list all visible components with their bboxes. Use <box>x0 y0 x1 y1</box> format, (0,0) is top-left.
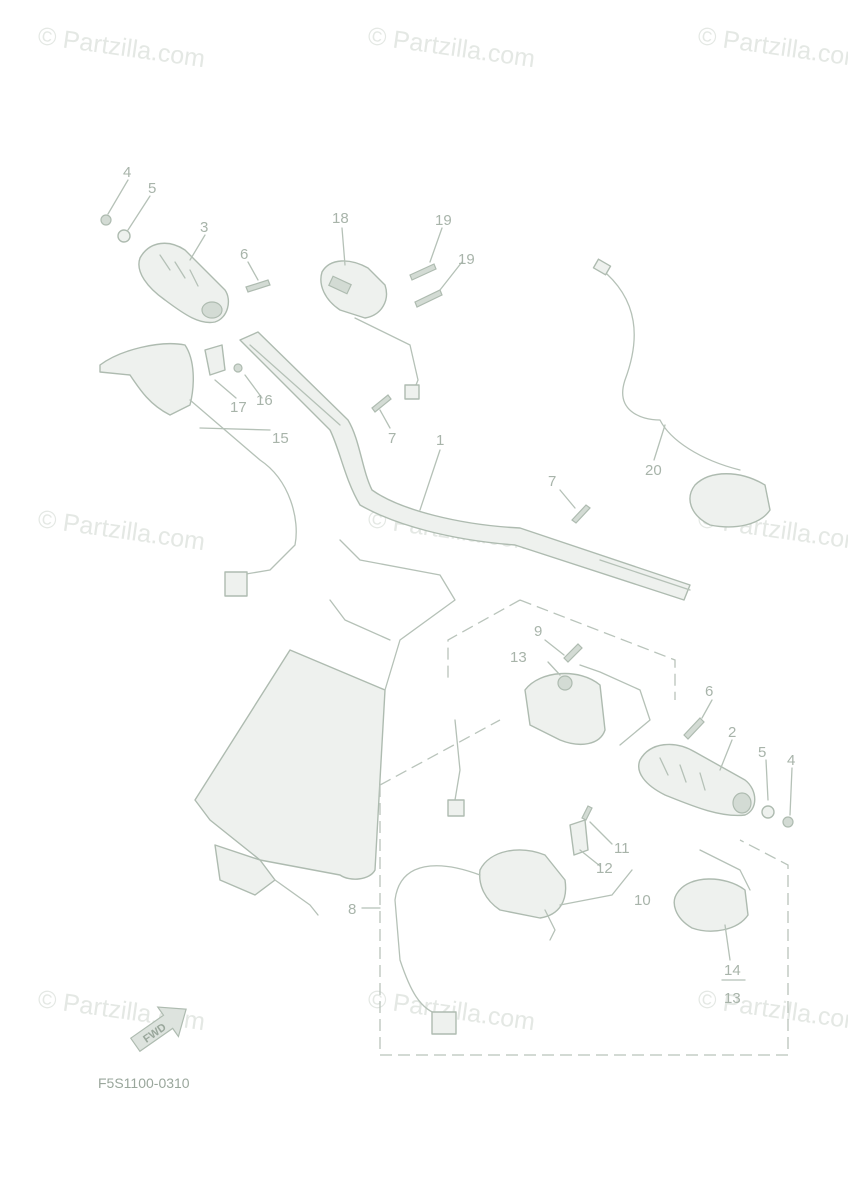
diagram-code: F5S1100-0310 <box>98 1075 190 1091</box>
callout-number: 5 <box>148 180 156 197</box>
right-grip <box>638 743 756 817</box>
bolt-icon <box>782 816 794 828</box>
callout-number: 3 <box>200 219 208 236</box>
callout-number: 19 <box>458 251 475 268</box>
washer-icon <box>117 229 131 243</box>
screw-icon <box>581 805 593 821</box>
right-lever-assembly <box>478 849 567 919</box>
handlebar <box>239 331 691 601</box>
bolt-icon <box>100 214 112 226</box>
kit-outline <box>379 599 789 1056</box>
throttle-switch <box>524 672 606 746</box>
steering-column <box>194 649 386 880</box>
callout-number: 8 <box>348 901 356 918</box>
connector-icon <box>224 571 248 597</box>
callout-number: 10 <box>634 892 651 909</box>
screw-icon <box>683 717 705 740</box>
bracket-icon <box>569 819 589 856</box>
screw-icon <box>414 289 443 308</box>
fwd-arrow-icon: FWD <box>129 1006 187 1053</box>
callout-number: 13 <box>724 990 741 1007</box>
callout-number: 7 <box>388 430 396 447</box>
screw-icon <box>571 504 591 524</box>
connector-icon <box>431 1011 457 1035</box>
column-base <box>214 844 276 896</box>
callout-number: 1 <box>436 432 444 449</box>
callout-number: 4 <box>787 752 795 769</box>
screw-icon <box>409 263 437 281</box>
washer-icon <box>761 805 775 819</box>
lever-cover <box>689 473 771 528</box>
callout-number: 18 <box>332 210 349 227</box>
lever-cover <box>673 878 749 932</box>
callout-number: 15 <box>272 430 289 447</box>
screw-icon <box>371 394 392 413</box>
callout-number: 6 <box>240 246 248 263</box>
switch-housing <box>320 260 388 319</box>
callout-number: 11 <box>614 840 630 857</box>
screw-icon <box>563 643 583 663</box>
callout-number: 4 <box>123 164 131 181</box>
callout-number: 5 <box>758 744 766 761</box>
left-lever-assembly <box>99 343 194 416</box>
grip-end-icon <box>201 301 223 319</box>
callout-number: 16 <box>256 392 273 409</box>
callout-number: 14 <box>724 962 741 979</box>
callout-number: 13 <box>510 649 527 666</box>
callout-number: 2 <box>728 724 736 741</box>
callout-number: 12 <box>596 860 613 877</box>
connector-icon <box>447 799 465 817</box>
bracket-icon <box>204 344 226 376</box>
left-grip <box>138 242 230 324</box>
callout-number: 17 <box>230 399 247 416</box>
callout-number: 19 <box>435 212 452 229</box>
callout-number: 9 <box>534 623 542 640</box>
grip-end-icon <box>732 792 752 814</box>
callout-number: 7 <box>548 473 556 490</box>
callout-number: 6 <box>705 683 713 700</box>
screw-icon <box>245 279 271 293</box>
callout-number: 20 <box>645 462 662 479</box>
connector-icon <box>404 384 420 400</box>
